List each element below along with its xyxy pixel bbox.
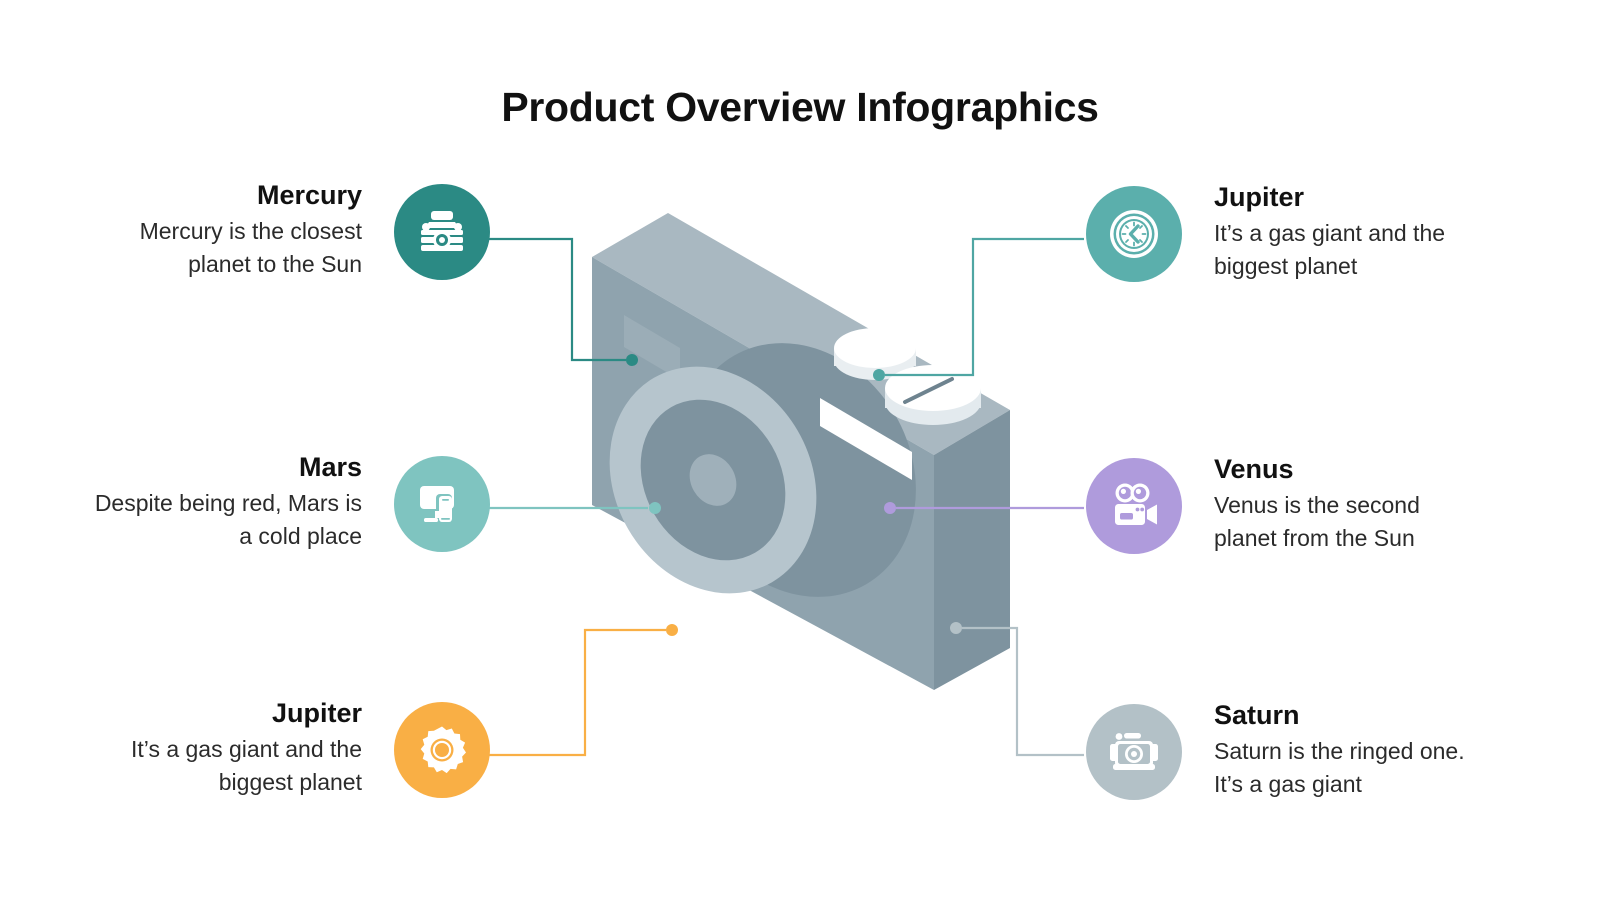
page-title: Product Overview Infographics	[501, 84, 1099, 130]
item-mars-description: Despite being red, Mars is a cold place	[94, 489, 362, 549]
item-saturn-texts: Saturn Saturn is the ringed one. It’s a …	[1214, 700, 1486, 800]
item-venus-title: Venus	[1214, 454, 1294, 484]
item-jupiter-bottom-texts: Jupiter It’s a gas giant and the biggest…	[90, 698, 362, 798]
flash-strip	[820, 398, 912, 480]
item-mars-texts: Mars Despite being red, Mars is a cold p…	[90, 452, 362, 552]
video-camera-icon	[1107, 479, 1161, 533]
gear-icon	[416, 724, 468, 776]
item-jupiter-top-title: Jupiter	[1214, 182, 1305, 212]
item-saturn[interactable]: Saturn Saturn is the ringed one. It’s a …	[1086, 700, 1546, 800]
item-saturn-description: Saturn is the ringed one. It’s a gas gia…	[1214, 737, 1465, 797]
item-venus-description: Venus is the second planet from the Sun	[1214, 491, 1420, 551]
camera-side-face	[934, 410, 1010, 690]
item-jupiter-bottom-badge[interactable]	[394, 702, 490, 798]
item-mercury-badge[interactable]	[394, 184, 490, 280]
item-mars[interactable]: Mars Despite being red, Mars is a cold p…	[60, 452, 490, 552]
item-jupiter-top-texts: Jupiter It’s a gas giant and the biggest…	[1214, 182, 1486, 282]
photo-camera-icon	[415, 205, 469, 259]
item-saturn-badge[interactable]	[1086, 704, 1182, 800]
item-jupiter-bottom[interactable]: Jupiter It’s a gas giant and the biggest…	[60, 698, 490, 798]
item-mercury-texts: Mercury Mercury is the closest planet to…	[90, 180, 362, 280]
item-jupiter-top[interactable]: Jupiter It’s a gas giant and the biggest…	[1086, 182, 1546, 282]
item-mercury[interactable]: Mercury Mercury is the closest planet to…	[60, 180, 490, 280]
item-jupiter-bottom-title: Jupiter	[271, 698, 362, 728]
devices-monitor-icon	[416, 478, 468, 530]
item-venus-badge[interactable]	[1086, 458, 1182, 554]
lens-center-highlight	[689, 454, 737, 506]
shutter-dial-top	[834, 328, 916, 368]
item-jupiter-top-description: It’s a gas giant and the biggest planet	[1214, 219, 1446, 279]
mode-dial-pointer	[903, 377, 954, 404]
isometric-camera-illustration	[520, 180, 1040, 800]
clock-icon	[1106, 206, 1162, 262]
item-mercury-title: Mercury	[256, 180, 362, 210]
item-venus-texts: Venus Venus is the second planet from th…	[1214, 454, 1486, 554]
item-mars-badge[interactable]	[394, 456, 490, 552]
item-mars-title: Mars	[298, 452, 362, 482]
item-mercury-description: Mercury is the closest planet to the Sun	[139, 217, 362, 277]
viewfinder-window	[624, 315, 680, 380]
item-jupiter-bottom-description: It’s a gas giant and the biggest planet	[130, 735, 362, 795]
item-venus[interactable]: Venus Venus is the second planet from th…	[1086, 454, 1546, 554]
item-saturn-title: Saturn	[1214, 700, 1300, 730]
item-jupiter-top-badge[interactable]	[1086, 186, 1182, 282]
retro-camera-icon	[1106, 724, 1162, 780]
